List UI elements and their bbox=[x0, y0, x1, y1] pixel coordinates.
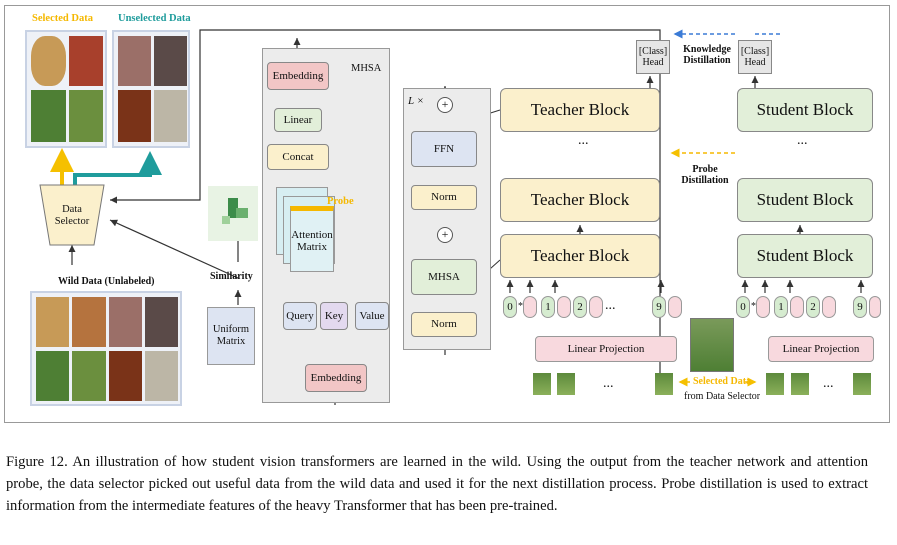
data-selector-line1: Data bbox=[62, 204, 82, 216]
data-selector-line2: Selector bbox=[54, 216, 90, 227]
teacher-block-bottom: Teacher Block bbox=[500, 234, 660, 278]
student-patch-2 bbox=[791, 373, 809, 395]
teacher-linear-projection: Linear Projection bbox=[535, 336, 677, 362]
linear-box: Linear bbox=[274, 108, 322, 132]
probe-dist-l1: Probe bbox=[692, 164, 718, 175]
teacher-class-head: [Class] Head bbox=[636, 40, 670, 74]
unselected-data-images bbox=[112, 30, 190, 148]
teacher-patch-dots: ... bbox=[603, 376, 614, 391]
teacher-token-1p bbox=[557, 296, 571, 318]
student-block-top: Student Block bbox=[737, 88, 873, 132]
teacher-class-head-l2: Head bbox=[642, 57, 664, 68]
student-token-1: 1 bbox=[774, 296, 788, 318]
student-token-2p bbox=[822, 296, 836, 318]
norm-top-box: Norm bbox=[411, 185, 477, 210]
knowledge-l1: Knowledge bbox=[683, 44, 731, 55]
knowledge-distillation-label: Knowledge Distillation bbox=[674, 40, 740, 70]
student-dots-top: ... bbox=[797, 133, 808, 148]
figure-frame bbox=[4, 5, 890, 423]
figure-caption: Figure 12. An illustration of how studen… bbox=[6, 454, 868, 514]
concat-box: Concat bbox=[267, 144, 329, 170]
student-linear-projection: Linear Projection bbox=[768, 336, 874, 362]
norm-bottom-box: Norm bbox=[411, 312, 477, 337]
plus-bottom: + bbox=[437, 227, 453, 243]
mhsa-title: MHSA bbox=[351, 63, 382, 74]
probe-label: Probe bbox=[327, 196, 354, 207]
teacher-token-2p bbox=[589, 296, 603, 318]
student-token-9p bbox=[869, 296, 881, 318]
teacher-class-head-l1: [Class] bbox=[638, 46, 668, 57]
student-patch-1 bbox=[766, 373, 784, 395]
student-class-head-l2: Head bbox=[744, 57, 766, 68]
student-token-cls bbox=[756, 296, 770, 318]
value-box: Value bbox=[355, 302, 389, 330]
teacher-block-top: Teacher Block bbox=[500, 88, 660, 132]
similarity-heatmap bbox=[208, 186, 258, 241]
student-token-2: 2 bbox=[806, 296, 820, 318]
knowledge-l2: Distillation bbox=[683, 55, 731, 66]
attn-line2: Matrix bbox=[297, 241, 327, 253]
uniform-line2: Matrix bbox=[216, 336, 246, 347]
wild-data-label: Wild Data (Unlabeled) bbox=[58, 276, 155, 287]
student-block-mid: Student Block bbox=[737, 178, 873, 222]
embedding-bottom-box: Embedding bbox=[305, 364, 367, 392]
uniform-matrix-box: Uniform Matrix bbox=[207, 307, 255, 365]
student-token-0: 0 bbox=[736, 296, 750, 318]
teacher-token-cls bbox=[523, 296, 537, 318]
uniform-line1: Uniform bbox=[212, 324, 250, 336]
teacher-token-9p bbox=[668, 296, 682, 318]
selected-from-label-2: from Data Selector bbox=[684, 391, 761, 402]
unselected-data-label: Unselected Data bbox=[118, 13, 191, 24]
student-patch-dots: ... bbox=[823, 376, 834, 391]
teacher-token-star: * bbox=[518, 301, 523, 312]
teacher-patch-2 bbox=[557, 373, 575, 395]
plus-top: + bbox=[437, 97, 453, 113]
teacher-token-1: 1 bbox=[541, 296, 555, 318]
selected-from-label-1: Selected Data bbox=[693, 376, 752, 387]
teacher-token-2b: 2 bbox=[573, 296, 587, 318]
selected-data-images bbox=[25, 30, 107, 148]
attn-line1: Attention bbox=[291, 228, 333, 241]
student-token-1p bbox=[790, 296, 804, 318]
student-class-head-l1: [Class] bbox=[740, 46, 770, 57]
teacher-token-9: 9 bbox=[652, 296, 666, 318]
selected-data-image bbox=[690, 318, 734, 372]
student-token-star: * bbox=[751, 301, 756, 312]
attention-matrix-box: Attention Matrix bbox=[290, 206, 334, 272]
similarity-label: Similarity bbox=[210, 271, 253, 282]
student-class-head: [Class] Head bbox=[738, 40, 772, 74]
teacher-block-mid: Teacher Block bbox=[500, 178, 660, 222]
selected-data-label: Selected Data bbox=[32, 13, 93, 24]
teacher-dots-top: ... bbox=[578, 133, 589, 148]
key-box: Key bbox=[320, 302, 348, 330]
wild-data-images bbox=[30, 291, 182, 406]
data-selector-label: Data Selector bbox=[40, 198, 104, 234]
probe-dist-l2: Distillation bbox=[681, 175, 729, 186]
teacher-patch-9 bbox=[655, 373, 673, 395]
student-block-bottom: Student Block bbox=[737, 234, 873, 278]
query-box: Query bbox=[283, 302, 317, 330]
data-selector-shape bbox=[39, 184, 105, 246]
mhsa-inner-box: MHSA bbox=[411, 259, 477, 295]
teacher-token-dots: ... bbox=[605, 298, 616, 313]
student-patch-9 bbox=[853, 373, 871, 395]
teacher-token-0: 0 bbox=[503, 296, 517, 318]
teacher-patch-1 bbox=[533, 373, 551, 395]
figure-12-diagram: Selected Data Unselected Data Data Selec… bbox=[4, 5, 890, 423]
probe-distillation-label: Probe Distillation bbox=[672, 160, 738, 190]
ffn-box: FFN bbox=[411, 131, 477, 167]
layer-count-label: L × bbox=[408, 95, 425, 107]
student-token-9: 9 bbox=[853, 296, 867, 318]
transformer-layer-panel bbox=[403, 88, 491, 350]
embedding-top-box: Embedding bbox=[267, 62, 329, 90]
